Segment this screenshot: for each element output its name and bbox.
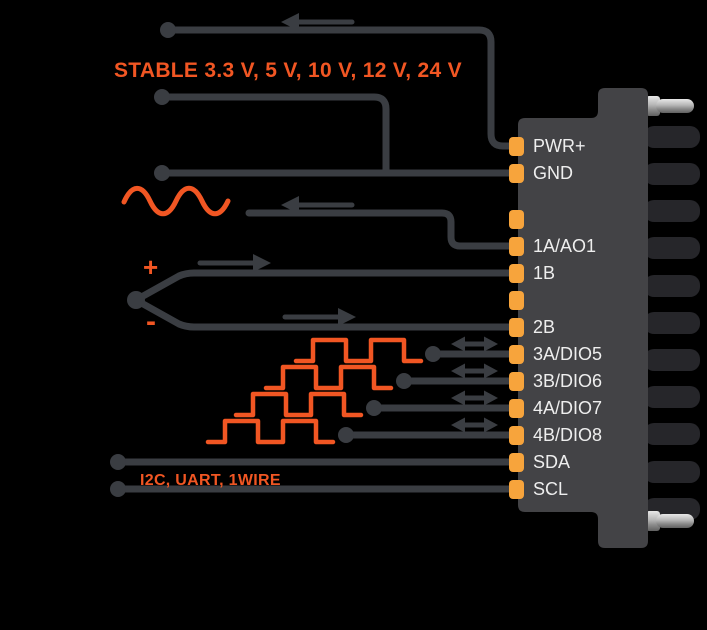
pin-label-4b-dio8: 4B/DIO8 [533, 425, 602, 445]
terminal-dot [127, 291, 145, 309]
connector-tooth [644, 275, 700, 297]
pin-pad [509, 372, 524, 391]
square-wave-dio5-icon [293, 337, 424, 364]
terminal-dot [154, 89, 170, 105]
arrow-right-1b-icon [197, 254, 271, 272]
arrow-bidir-dio5-icon [451, 336, 498, 352]
connector-tooth [644, 423, 700, 445]
pin-pad [509, 210, 524, 229]
connector: PWR+ GND 1A/AO1 1B 2B 3A/DIO5 3B/DIO6 4A… [509, 88, 700, 548]
pin-pad [509, 318, 524, 337]
pin-pad [509, 345, 524, 364]
terminal-dot [366, 400, 382, 416]
pin-pad [509, 164, 524, 183]
protocols-label: I2C, UART, 1WIRE [140, 472, 281, 489]
sine-wave-icon [121, 185, 231, 217]
pin-label-1b: 1B [533, 263, 555, 283]
wire-1b [132, 269, 517, 304]
pin-pad [509, 137, 524, 156]
arrow-bidir-dio8-icon [451, 417, 498, 433]
pin-label-pwr-plus: PWR+ [533, 136, 586, 156]
wire-pwr [164, 26, 517, 150]
terminal-dot [154, 165, 170, 181]
wires [110, 22, 517, 497]
plus-label: + [143, 252, 158, 282]
pin-pad [509, 480, 524, 499]
connector-tooth [644, 312, 700, 334]
terminal-dot [338, 427, 354, 443]
pin-label-3a-dio5: 3A/DIO5 [533, 344, 602, 364]
terminal-dot [110, 481, 126, 497]
connector-pads [509, 137, 524, 499]
connector-teeth [644, 126, 700, 520]
pin-pad [509, 426, 524, 445]
annotations: STABLE 3.3 V, 5 V, 10 V, 12 V, 24 V + - … [114, 59, 462, 489]
terminal-dot [110, 454, 126, 470]
pin-label-gnd: GND [533, 163, 573, 183]
metal-pin-bottom-icon [646, 511, 694, 531]
metal-pin-top-icon [646, 96, 694, 116]
arrow-bidir-dio6-icon [451, 363, 498, 379]
square-wave-dio8-icon [205, 418, 336, 445]
terminal-dot [160, 22, 176, 38]
stable-voltages-label: STABLE 3.3 V, 5 V, 10 V, 12 V, 24 V [114, 59, 462, 82]
wire-2b [132, 296, 517, 331]
arrow-left-pwr-icon [281, 13, 355, 31]
terminal-dot [425, 346, 441, 362]
pin-label-1a-ao1: 1A/AO1 [533, 236, 596, 256]
pin-label-4a-dio7: 4A/DIO7 [533, 398, 602, 418]
pin-pad [509, 237, 524, 256]
pin-pad [509, 264, 524, 283]
wire-gnd-branch [158, 93, 390, 174]
arrow-bidir-dio7-icon [451, 390, 498, 406]
pin-labels: PWR+ GND 1A/AO1 1B 2B 3A/DIO5 3B/DIO6 4A… [533, 136, 602, 499]
pin-label-sda: SDA [533, 452, 570, 472]
arrow-left-ao1-icon [281, 196, 355, 214]
connector-tooth [644, 237, 700, 259]
square-wave-dio7-icon [233, 391, 364, 418]
connector-tooth [644, 200, 700, 222]
connector-tooth [644, 126, 700, 148]
minus-label: - [146, 305, 156, 338]
connector-body [518, 88, 648, 548]
connector-tooth [644, 349, 700, 371]
square-wave-dio6-icon [263, 364, 394, 391]
connector-tooth [644, 386, 700, 408]
pin-label-2b: 2B [533, 317, 555, 337]
connector-tooth [644, 163, 700, 185]
pin-pad [509, 399, 524, 418]
pin-pad [509, 291, 524, 310]
direction-arrows [197, 13, 498, 433]
arrow-right-2b-icon [282, 308, 356, 326]
pin-label-scl: SCL [533, 479, 568, 499]
wire-1a-ao1 [245, 209, 517, 250]
terminal-dot [396, 373, 412, 389]
connector-tooth [644, 461, 700, 483]
pin-label-3b-dio6: 3B/DIO6 [533, 371, 602, 391]
pin-pad [509, 453, 524, 472]
